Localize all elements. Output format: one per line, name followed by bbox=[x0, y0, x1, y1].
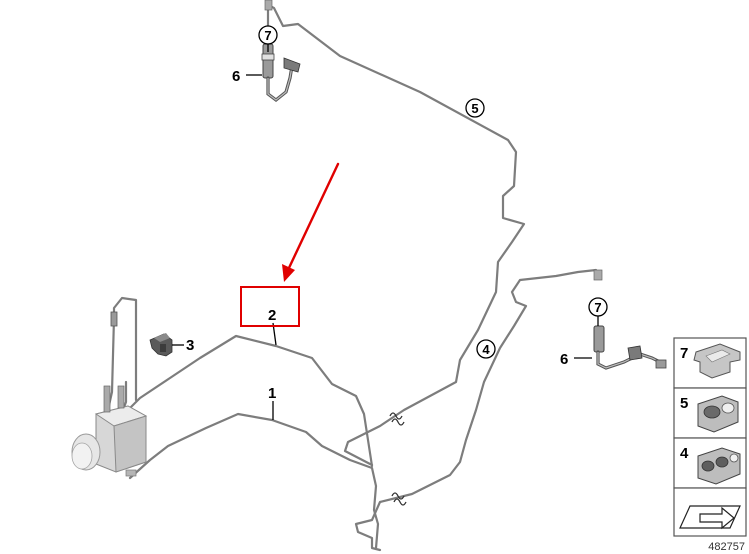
svg-text:7: 7 bbox=[594, 300, 601, 315]
callout-6-top: 6 bbox=[232, 68, 262, 85]
svg-text:3: 3 bbox=[186, 337, 194, 354]
svg-text:7: 7 bbox=[680, 345, 688, 362]
legend-item-arrow bbox=[673, 487, 747, 537]
svg-text:1: 1 bbox=[268, 385, 276, 402]
callout-1: 1 bbox=[268, 385, 276, 420]
legend-item-5: 5 bbox=[673, 387, 747, 439]
callout-7-right: 7 bbox=[588, 297, 608, 326]
double-clip-icon bbox=[697, 395, 739, 433]
bracket-part-3-icon bbox=[149, 333, 173, 357]
brake-pipe-1 bbox=[128, 412, 380, 550]
callout-6-right: 6 bbox=[560, 351, 592, 368]
parts-legend: 7 5 4 bbox=[673, 337, 747, 537]
callout-7-top: 7 bbox=[258, 25, 278, 52]
svg-text:7: 7 bbox=[264, 28, 271, 43]
brake-pipe-2 bbox=[116, 334, 374, 468]
brake-hose-top-icon bbox=[261, 43, 301, 103]
callout-4: 4 bbox=[476, 339, 496, 359]
svg-text:4: 4 bbox=[482, 342, 490, 357]
abs-unit-icon bbox=[71, 385, 148, 477]
diagram-id: 482757 bbox=[708, 541, 745, 553]
break-mark-icon bbox=[389, 412, 405, 426]
svg-text:2: 2 bbox=[268, 307, 276, 324]
arrow-symbol-icon bbox=[679, 505, 741, 530]
break-mark-icon bbox=[391, 492, 407, 506]
legend-item-4: 4 bbox=[673, 437, 747, 489]
svg-text:6: 6 bbox=[232, 68, 240, 85]
svg-text:5: 5 bbox=[471, 101, 478, 116]
clip-icon bbox=[693, 343, 741, 379]
callout-5: 5 bbox=[465, 98, 485, 118]
callout-3: 3 bbox=[172, 337, 194, 354]
triple-clip-icon bbox=[697, 447, 741, 485]
svg-text:4: 4 bbox=[680, 445, 689, 462]
svg-text:5: 5 bbox=[680, 395, 688, 412]
brake-pipe-4 bbox=[354, 268, 600, 552]
brake-pipe-5 bbox=[266, 3, 526, 467]
svg-text:6: 6 bbox=[560, 351, 568, 368]
highlight-marker bbox=[240, 162, 340, 327]
brake-hose-right-icon bbox=[593, 325, 667, 370]
legend-item-7: 7 bbox=[673, 337, 747, 389]
